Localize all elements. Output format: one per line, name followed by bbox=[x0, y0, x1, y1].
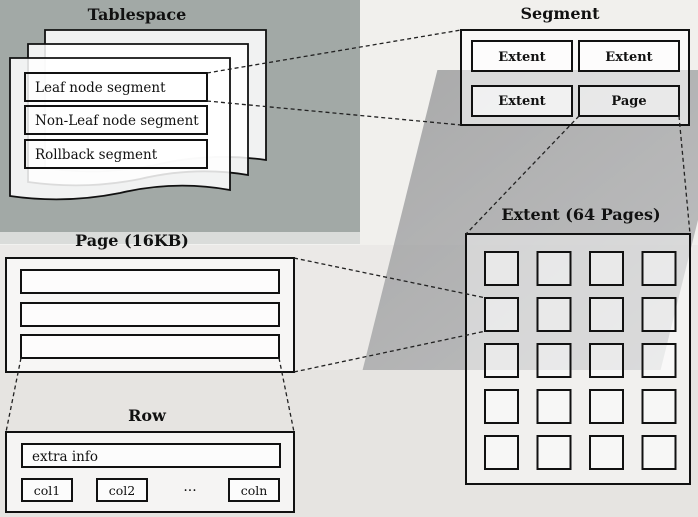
connector-page-to-extent-left bbox=[465, 115, 580, 235]
background-board-frame bbox=[0, 232, 370, 244]
extent-page-cell bbox=[641, 435, 677, 470]
segment-cells: Extent Extent Extent Page bbox=[471, 40, 680, 117]
row-ellipsis: ··· bbox=[183, 483, 196, 499]
page-row-slots bbox=[20, 269, 280, 359]
extent-page-cell bbox=[536, 389, 572, 424]
segment-extent-1-box bbox=[471, 40, 573, 72]
segment-extent-1-label: Extent bbox=[498, 50, 545, 65]
connector-rowslot-to-row-right bbox=[278, 357, 295, 433]
segment-title: Segment bbox=[520, 4, 600, 23]
tablespace-title: Tablespace bbox=[88, 5, 187, 24]
connector-leaf-to-segment-top bbox=[206, 29, 462, 74]
extent-page-cell bbox=[641, 389, 677, 424]
connector-page-to-extent-right bbox=[678, 115, 691, 235]
extent-page-cell bbox=[641, 251, 677, 286]
connector-rowslot-to-row-left bbox=[5, 357, 22, 433]
non-leaf-node-segment-box bbox=[24, 105, 208, 135]
extent-page-cell bbox=[484, 251, 519, 286]
page-row-slot-1 bbox=[20, 269, 280, 294]
extent-page-cell bbox=[484, 343, 519, 378]
non-leaf-node-segment-label: Non-Leaf node segment bbox=[35, 113, 199, 129]
extent-page-cell bbox=[484, 389, 519, 424]
extent-page-cell bbox=[589, 389, 624, 424]
rollback-segment-label: Rollback segment bbox=[35, 147, 158, 163]
connector-pagebox-to-cell-top bbox=[293, 257, 487, 299]
row-extra-info-box bbox=[21, 443, 281, 468]
row-extra-info-label: extra info bbox=[32, 449, 98, 465]
extent-page-cell bbox=[536, 251, 572, 286]
segment-page-box bbox=[578, 85, 680, 117]
segment-extent-2-box bbox=[578, 40, 680, 72]
page-title: Page (16KB) bbox=[75, 231, 189, 250]
extent-page-grid bbox=[484, 251, 677, 470]
tablespace-stack bbox=[9, 29, 267, 201]
row-col2-box bbox=[96, 478, 148, 502]
connector-lines bbox=[5, 29, 691, 433]
rollback-segment-box bbox=[24, 139, 208, 169]
row-col1-label: col1 bbox=[34, 483, 60, 498]
row-coln-label: coln bbox=[241, 483, 268, 498]
tablespace-sheet-front bbox=[9, 57, 231, 201]
row-columns: col1 col2 ··· coln bbox=[21, 478, 280, 502]
tablespace-segment-list: Leaf node segment Non-Leaf node segment … bbox=[24, 72, 208, 169]
segment-extent-3-label: Extent bbox=[498, 94, 545, 109]
row-col1-box bbox=[21, 478, 73, 502]
row-col2-label: col2 bbox=[109, 483, 135, 498]
connector-pagebox-to-cell-bottom bbox=[293, 330, 487, 373]
extent-page-cell bbox=[641, 343, 677, 378]
row-coln-box bbox=[228, 478, 280, 502]
page-row-slot-3 bbox=[20, 334, 280, 359]
extent-page-cell bbox=[536, 297, 572, 332]
segment-extent-3-box bbox=[471, 85, 573, 117]
segment-page-label: Page bbox=[611, 94, 646, 109]
extent-page-cell bbox=[589, 251, 624, 286]
extent-page-cell bbox=[536, 435, 572, 470]
segment-extent-2-label: Extent bbox=[605, 50, 652, 65]
row-title: Row bbox=[128, 406, 167, 425]
extent-page-cell bbox=[536, 343, 572, 378]
leaf-node-segment-box bbox=[24, 72, 208, 102]
page-row-slot-2 bbox=[20, 302, 280, 327]
extent-page-cell bbox=[641, 297, 677, 332]
extent-page-cell bbox=[484, 297, 519, 332]
connector-leaf-to-segment-bottom bbox=[206, 100, 462, 126]
extent-page-cell bbox=[589, 297, 624, 332]
leaf-node-segment-label: Leaf node segment bbox=[35, 80, 166, 96]
extent-page-cell bbox=[589, 343, 624, 378]
extent-page-cell bbox=[484, 435, 519, 470]
extent-title: Extent (64 Pages) bbox=[501, 205, 660, 224]
extent-page-cell bbox=[589, 435, 624, 470]
extent-box bbox=[465, 233, 691, 485]
